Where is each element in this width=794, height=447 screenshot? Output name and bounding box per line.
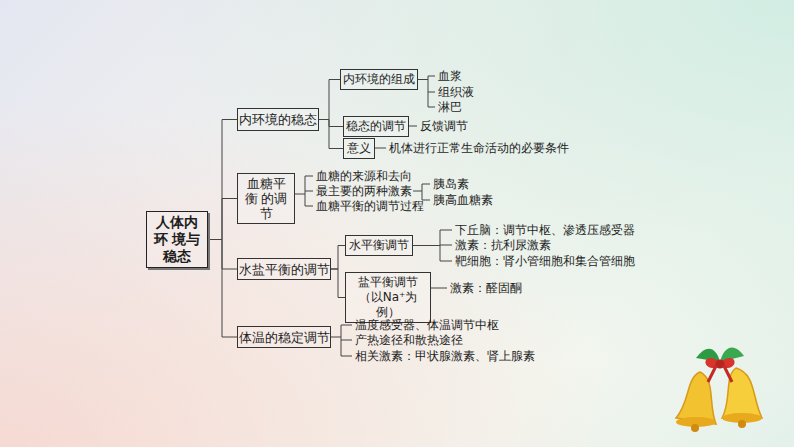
branch-label: 血糖平衡的调节过程 (316, 198, 424, 214)
branch-label: 血浆 (438, 68, 462, 84)
box-text: 人体内环 境与稳态 (150, 214, 204, 265)
box-text: 内环境的稳态 (239, 112, 317, 127)
box-text: 体温的稳定调节 (239, 330, 330, 345)
box-text: 水盐平衡的调节 (239, 262, 330, 277)
box-text: 稳态的调节 (346, 119, 406, 134)
topic-box: 体温的稳定调节 (237, 326, 331, 348)
box-text: 盐平衡调节 （以Na⁺为例） (349, 275, 427, 320)
branch-label: 激素：抗利尿激素 (455, 237, 551, 253)
tree-connector (208, 120, 237, 240)
topic-box: 意义 (343, 138, 375, 159)
branch-label: 淋巴 (438, 99, 462, 115)
topic-box: 血糖平衡 的调节 (237, 173, 295, 224)
topic-box: 水盐平衡的调节 (237, 258, 331, 280)
tree-connector (208, 199, 237, 240)
tree-connector (331, 246, 345, 270)
box-text: 血糖平衡 的调节 (241, 176, 291, 221)
branch-label: 机体进行正常生命活动的必要条件 (389, 140, 569, 156)
box-text: 内环境的组成 (343, 72, 415, 87)
topic-box: 盐平衡调节 （以Na⁺为例） (345, 272, 431, 323)
tree-connector (319, 120, 343, 127)
branch-label: 组织液 (438, 84, 474, 100)
topic-box: 内环境的组成 (340, 69, 418, 90)
branch-label: 靶细胞：肾小管细胞和集合管细胞 (455, 253, 635, 269)
topic-box: 水平衡调节 (345, 235, 413, 256)
branch-label: 激素：醛固酮 (450, 280, 522, 296)
box-text: 水平衡调节 (349, 238, 409, 253)
branch-label: 血糖的来源和去向 (316, 168, 412, 184)
branch-label: 反馈调节 (420, 118, 468, 134)
tree-connector (208, 240, 237, 338)
branch-label: 下丘脑：调节中枢、渗透压感受器 (455, 222, 635, 238)
branch-label: 最主要的两种激素 (316, 183, 412, 199)
tree-connector (319, 80, 340, 120)
branch-label: 相关激素：甲状腺激素、肾上腺素 (355, 348, 535, 364)
topic-box: 稳态的调节 (343, 116, 409, 137)
branch-label: 温度感受器、体温调节中枢 (355, 317, 499, 333)
branch-label: 产热途径和散热途径 (355, 332, 463, 348)
box-text: 意义 (347, 141, 371, 156)
root-box: 人体内环 境与稳态 (146, 211, 208, 268)
branch-label: 胰岛素 (433, 176, 469, 192)
topic-box: 内环境的稳态 (237, 108, 319, 131)
branch-label: 胰高血糖素 (433, 192, 493, 208)
tree-connector (331, 269, 345, 298)
tree-connector (319, 120, 343, 149)
